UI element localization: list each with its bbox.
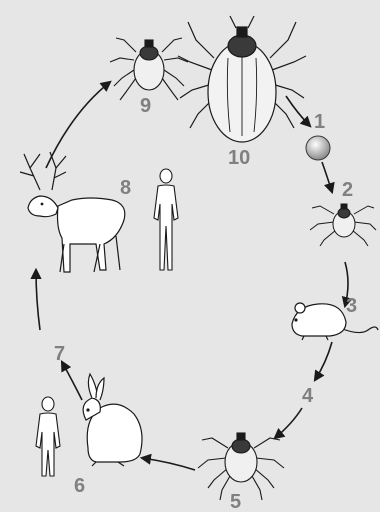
arrow-4-to-5: [275, 408, 302, 438]
stage-label-10: 10: [228, 147, 250, 169]
egg-illustration: [306, 136, 330, 160]
human-figure-illustration: [36, 397, 60, 476]
arrow-8-to-9: [46, 82, 110, 168]
stage-label-5: 5: [230, 491, 241, 512]
stage-label-3: 3: [346, 295, 357, 317]
stage-label-8: 8: [120, 177, 131, 199]
stage-label-7: 7: [54, 343, 65, 365]
deer-illustration: [20, 152, 125, 272]
stage-label-4: 4: [302, 385, 314, 407]
stage-label-1: 1: [314, 111, 325, 133]
stage-label-2: 2: [342, 179, 353, 201]
arrow-3-to-4: [315, 342, 332, 380]
arrow-5-to-6: [142, 458, 195, 470]
adult-tick-illustration: [110, 38, 188, 100]
larva-tick-illustration: [310, 204, 376, 246]
arrow-6-to-7: [62, 362, 82, 400]
arrow-1-to-2: [322, 162, 332, 192]
hare-illustration: [83, 374, 142, 466]
arrow-7-to-8: [36, 270, 40, 330]
nymph-tick-illustration: [198, 433, 284, 500]
engorged-female-tick-illustration: [178, 16, 306, 142]
stage-label-9: 9: [140, 95, 151, 117]
mouse-illustration: [292, 303, 378, 340]
stage-label-6: 6: [74, 475, 85, 497]
human-figure-illustration-2: [154, 169, 178, 270]
